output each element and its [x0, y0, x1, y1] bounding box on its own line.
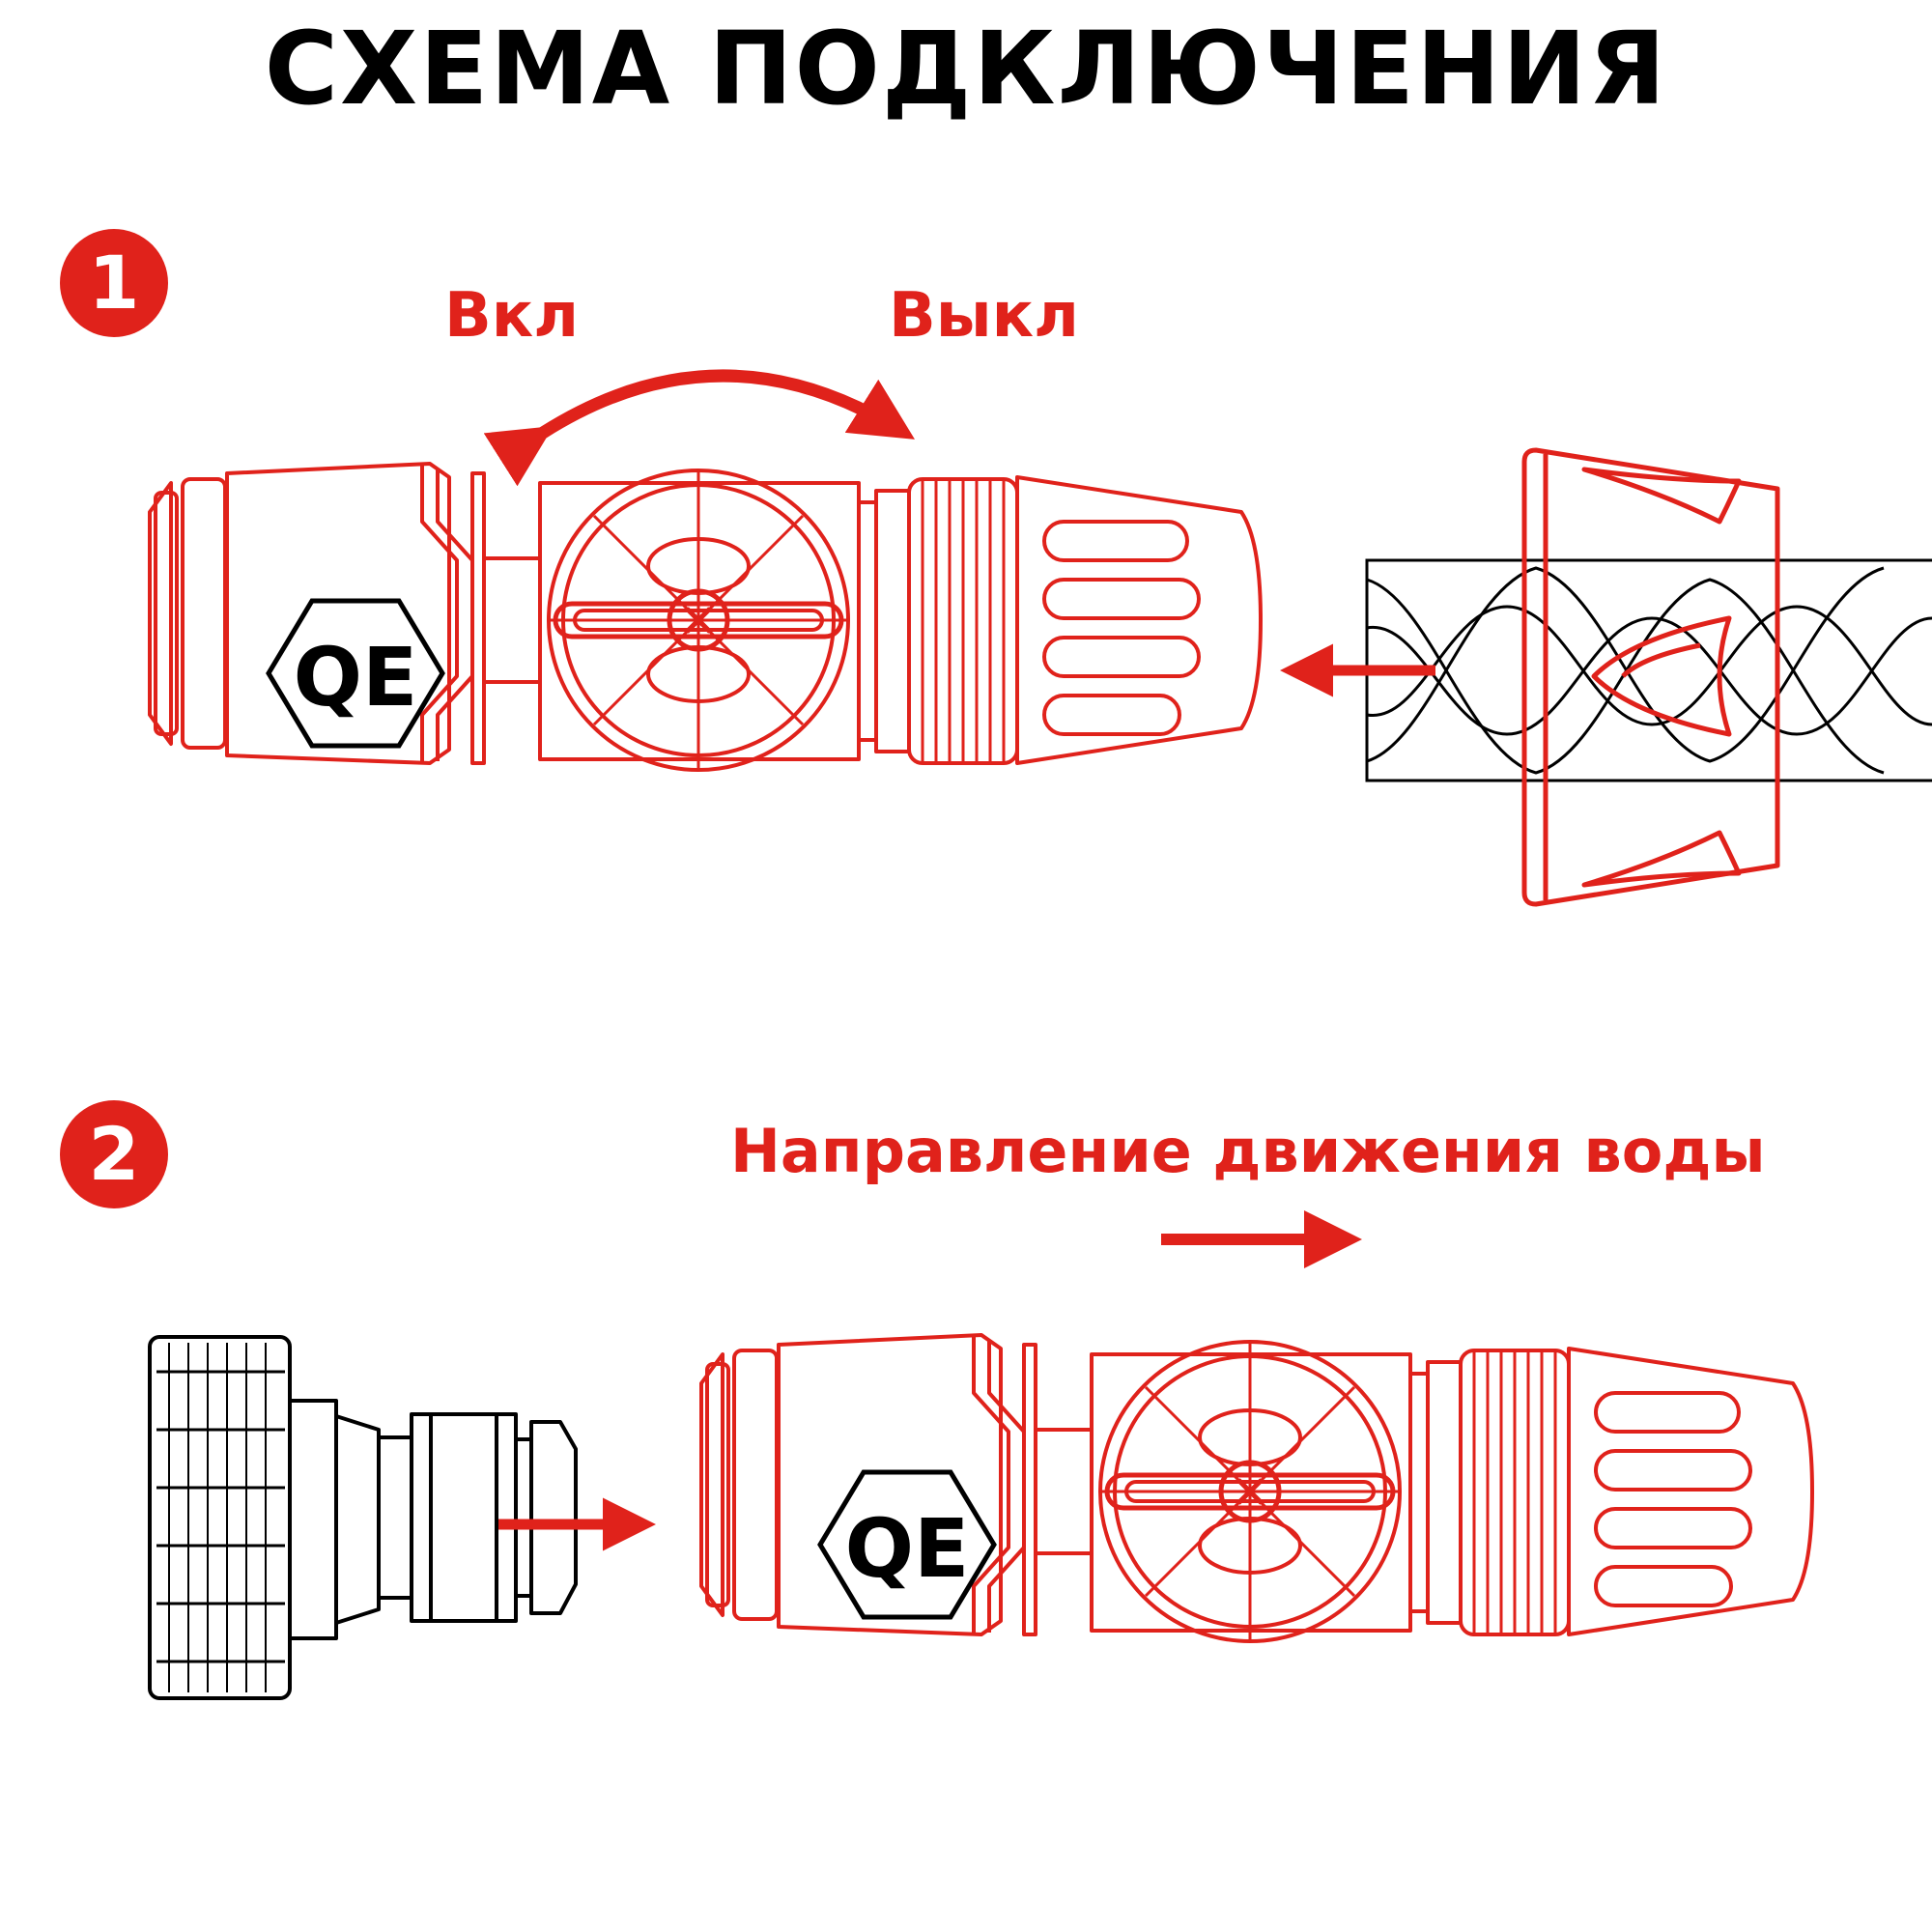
tap-adapter	[148, 1335, 578, 1700]
curved-double-arrow-icon	[483, 369, 916, 487]
step-2-badge: 2	[60, 1100, 168, 1208]
page-title: СХЕМА ПОДКЛЮЧЕНИЯ	[264, 10, 1668, 128]
step-1-badge: 1	[60, 229, 168, 337]
on-label: Вкл	[444, 280, 580, 352]
qe-logo-icon	[269, 601, 442, 746]
water-flow-label: Направление движения воды	[730, 1116, 1766, 1186]
hose	[1365, 558, 1932, 782]
hose-nut	[1521, 447, 1780, 907]
off-label: Выкл	[889, 280, 1079, 352]
qe-logo-icon	[820, 1472, 994, 1617]
